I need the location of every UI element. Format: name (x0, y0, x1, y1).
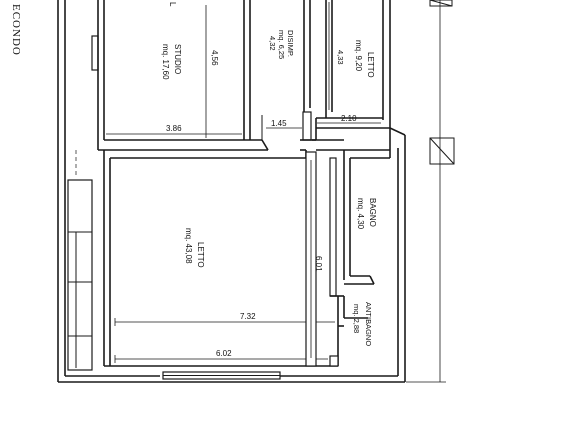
letto-big-room: LETTO mq. 43,08 7.32 6.02 (103, 150, 338, 367)
letto-big-name: LETTO (196, 242, 205, 268)
letto-small-name: LETTO (366, 52, 375, 78)
antibagno-name: ANTIBAGNO (364, 302, 373, 346)
letto-small-room: LETTO mq. 9,20 4,33 2.10 (315, 0, 390, 140)
overall-dimension (406, 0, 455, 383)
left-windows (67, 35, 99, 371)
letto-big-height-dim: 6.01 (314, 256, 323, 272)
letto-small-height-dim: 4,33 (336, 50, 345, 65)
letto-small-width-dim: 2.10 (341, 114, 357, 123)
studio-height-dim: 4,56 (210, 50, 219, 66)
outer-walls (57, 0, 406, 383)
bagno-room: BAGNO mq. 4,30 (343, 128, 391, 285)
corridor-width-dim: 1.45 (271, 119, 287, 128)
bottom-window (162, 371, 281, 380)
letto-small-area: mq. 9,20 (354, 40, 363, 72)
letto-big-area: mq. 43,08 (184, 228, 193, 264)
disimp-area: mq. 6,25 (277, 30, 286, 59)
disimp-room: DISIMP. mq. 6,25 4,32 1.45 (261, 0, 316, 151)
bagno-area: mq. 4,30 (356, 198, 365, 230)
bagno-divider: 6.01 (305, 139, 344, 367)
antibagno-area: mq. 2,88 (352, 304, 361, 333)
studio-width-dim: 3.86 (166, 124, 182, 133)
disimp-name: DISIMP. (286, 30, 295, 57)
letto-big-width-b-dim: 6.02 (216, 349, 232, 358)
studio-extra-label: L (168, 2, 177, 7)
bagno-name: BAGNO (368, 198, 377, 227)
studio-area: mq. 17,60 (161, 44, 170, 80)
floor-label: ECONDO (10, 4, 22, 56)
studio-room: STUDIO mq. 17,60 L 4,56 3.86 (97, 0, 269, 151)
letto-big-width-a-dim: 7.32 (240, 312, 256, 321)
studio-name: STUDIO (173, 44, 182, 74)
disimp-height-dim: 4,32 (268, 36, 277, 51)
antibagno-room: ANTIBAGNO mq. 2,88 (329, 295, 373, 367)
